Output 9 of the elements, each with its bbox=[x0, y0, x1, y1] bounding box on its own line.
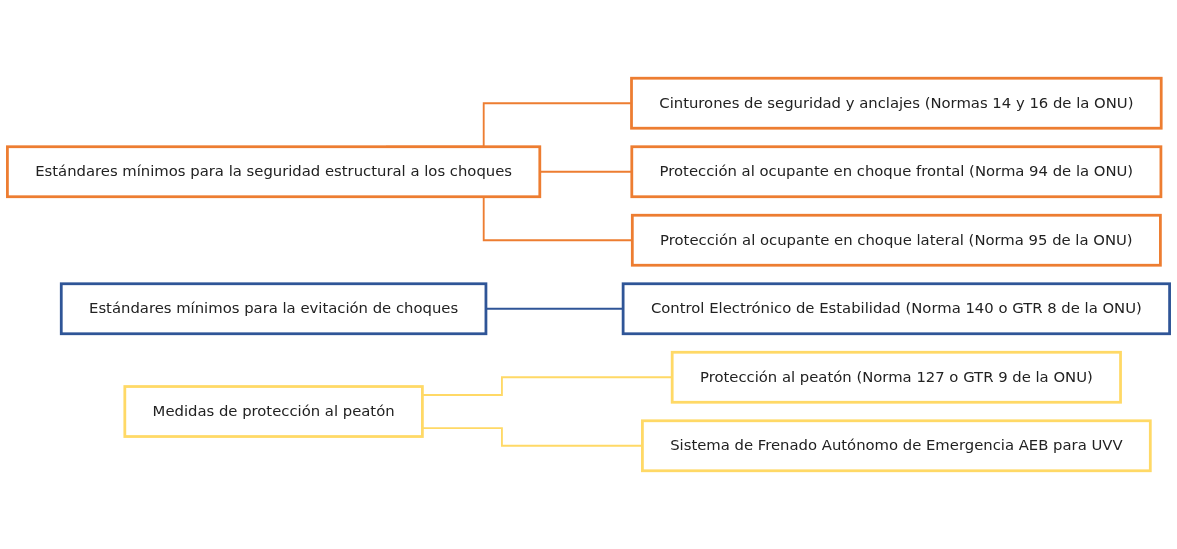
node-box: Protección al ocupante en choque frontal (Norma 94 de la ONU) bbox=[630, 145, 1163, 199]
node-box: Protección al ocupante en choque lateral (Norma 95 de la ONU) bbox=[630, 213, 1162, 267]
node-box: Protección al peatón (Norma 127 o GTR 9 de la ONU) bbox=[670, 350, 1122, 404]
node-box: Cinturones de seguridad y anclajes (Normas 14 y 16 de la ONU) bbox=[630, 76, 1163, 130]
node-box: Estándares mínimos para la evitación de choques bbox=[59, 282, 488, 336]
node-box: Control Electrónico de Estabilidad (Norma 140 o GTR 8 de la ONU) bbox=[621, 282, 1171, 336]
node-box: Estándares mínimos para la seguridad estructural a los choques bbox=[6, 145, 542, 199]
node-box: Medidas de protección al peatón bbox=[123, 385, 424, 438]
node-box: Sistema de Frenado Autónomo de Emergencia AEB para UVV bbox=[641, 419, 1152, 473]
